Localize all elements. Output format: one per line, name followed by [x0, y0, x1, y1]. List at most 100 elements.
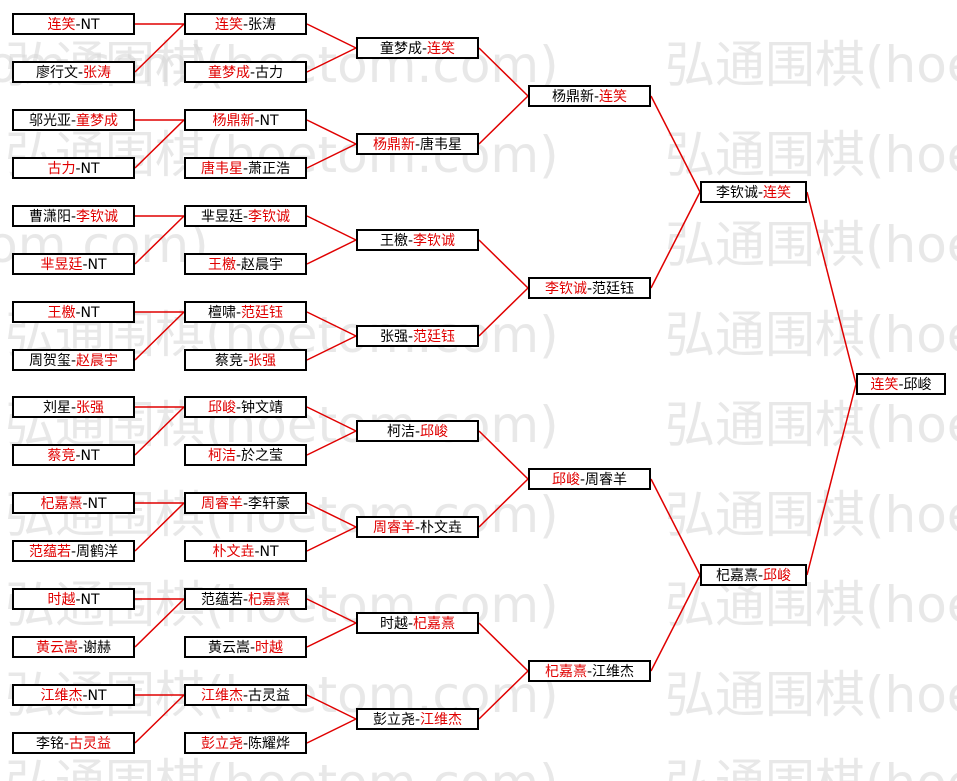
match-box: 连笑-NT — [12, 13, 135, 35]
bracket-line — [306, 526, 357, 552]
match-box: 黄云嵩-谢赫 — [12, 636, 135, 658]
separator: - — [254, 113, 260, 129]
player-b: 唐韦星 — [420, 137, 463, 153]
player-a: 芈昱廷 — [200, 209, 243, 225]
player-b: 范廷钰 — [413, 329, 456, 345]
bracket-line — [478, 239, 529, 289]
match-box: 柯洁-邱峻 — [356, 420, 479, 442]
player-b: 杞嘉熹 — [248, 592, 291, 608]
player-b: 李钦诚 — [413, 233, 456, 249]
player-a: 柯洁 — [207, 448, 236, 464]
player-a: 王檄 — [47, 305, 76, 321]
bracket-line — [306, 311, 357, 337]
separator: - — [414, 137, 421, 153]
separator: - — [82, 496, 88, 512]
bracket-line — [478, 47, 529, 97]
separator: - — [235, 305, 242, 321]
separator: - — [407, 233, 414, 249]
bracket-line — [134, 119, 185, 169]
player-b: 古力 — [255, 65, 284, 81]
match-box: 童梦成-古力 — [184, 61, 307, 83]
bracket-line — [306, 598, 357, 624]
bracket-line — [306, 143, 357, 169]
player-a: 连笑 — [214, 17, 243, 33]
match-box: 黄云嵩-时越 — [184, 636, 307, 658]
player-b: 江维杰 — [420, 712, 463, 728]
player-a: 江维杰 — [200, 688, 243, 704]
player-a: 连笑 — [870, 377, 899, 393]
player-a: 杨鼎新 — [551, 89, 594, 105]
player-a: 周睿羊 — [200, 496, 243, 512]
match-box: 王檄-赵晨宇 — [184, 253, 307, 275]
match-box: 杨鼎新-唐韦星 — [356, 133, 479, 155]
player-b: 连笑 — [599, 89, 628, 105]
bracket-line — [650, 574, 701, 672]
player-a: 李钦诚 — [544, 281, 587, 297]
player-b: 杞嘉熹 — [413, 616, 456, 632]
separator: - — [757, 568, 764, 584]
bracket-line — [478, 478, 529, 528]
separator: - — [579, 472, 586, 488]
bracket-line — [306, 430, 357, 456]
bracket-line — [306, 694, 357, 720]
player-b: NT — [87, 257, 107, 273]
player-b: 萧正浩 — [248, 161, 291, 177]
player-a: 彭立尧 — [200, 736, 243, 752]
player-a: 杨鼎新 — [372, 137, 415, 153]
player-b: NT — [80, 17, 100, 33]
separator: - — [421, 41, 428, 57]
player-a: 时越 — [47, 592, 76, 608]
separator: - — [235, 448, 242, 464]
separator: - — [70, 400, 77, 416]
separator: - — [407, 329, 414, 345]
bracket-line — [306, 406, 357, 432]
match-box: 蔡竞-张强 — [184, 349, 307, 371]
separator: - — [249, 640, 256, 656]
player-a: 芈昱廷 — [40, 257, 83, 273]
bracket-line — [306, 718, 357, 744]
bracket-line — [134, 215, 185, 265]
player-a: 黄云嵩 — [207, 640, 250, 656]
player-b: 李轩豪 — [248, 496, 291, 512]
player-b: 范廷钰 — [241, 305, 284, 321]
separator: - — [77, 65, 84, 81]
match-box: 周睿羊-李轩豪 — [184, 492, 307, 514]
bracket-line — [478, 670, 529, 720]
player-b: 古灵益 — [248, 688, 291, 704]
separator: - — [242, 209, 249, 225]
player-a: 李铭 — [35, 736, 64, 752]
match-box: 周睿羊-朴文垚 — [356, 516, 479, 538]
bracket-line — [806, 191, 857, 385]
separator: - — [75, 17, 81, 33]
separator: - — [75, 305, 81, 321]
match-box: 范蕴若-周鹤洋 — [12, 540, 135, 562]
player-b: 陈耀烨 — [248, 736, 291, 752]
match-box: 李铭-古灵益 — [12, 732, 135, 754]
bracket-line — [134, 406, 185, 456]
bracket-line — [478, 287, 529, 337]
player-b: 张强 — [76, 400, 105, 416]
player-b: 江维杰 — [592, 664, 635, 680]
bracket-line — [134, 311, 185, 361]
player-b: 钟文靖 — [241, 400, 284, 416]
player-b: 周鹤洋 — [76, 544, 119, 560]
match-box: 古力-NT — [12, 157, 135, 179]
match-box: 杞嘉熹-江维杰 — [528, 660, 651, 682]
match-box: 杨鼎新-NT — [184, 109, 307, 131]
match-box: 杞嘉熹-邱峻 — [700, 564, 807, 586]
separator: - — [586, 664, 593, 680]
match-box: 邱峻-周睿羊 — [528, 468, 651, 490]
bracket-line — [478, 95, 529, 145]
match-box: 王檄-NT — [12, 301, 135, 323]
separator: - — [63, 736, 70, 752]
separator: - — [70, 113, 77, 129]
player-a: 朴文垚 — [212, 544, 255, 560]
bracket-line — [306, 622, 357, 648]
player-b: NT — [87, 688, 107, 704]
bracket-line — [650, 191, 701, 289]
player-a: 童梦成 — [207, 65, 250, 81]
bracket-line — [306, 47, 357, 73]
separator: - — [757, 185, 764, 201]
